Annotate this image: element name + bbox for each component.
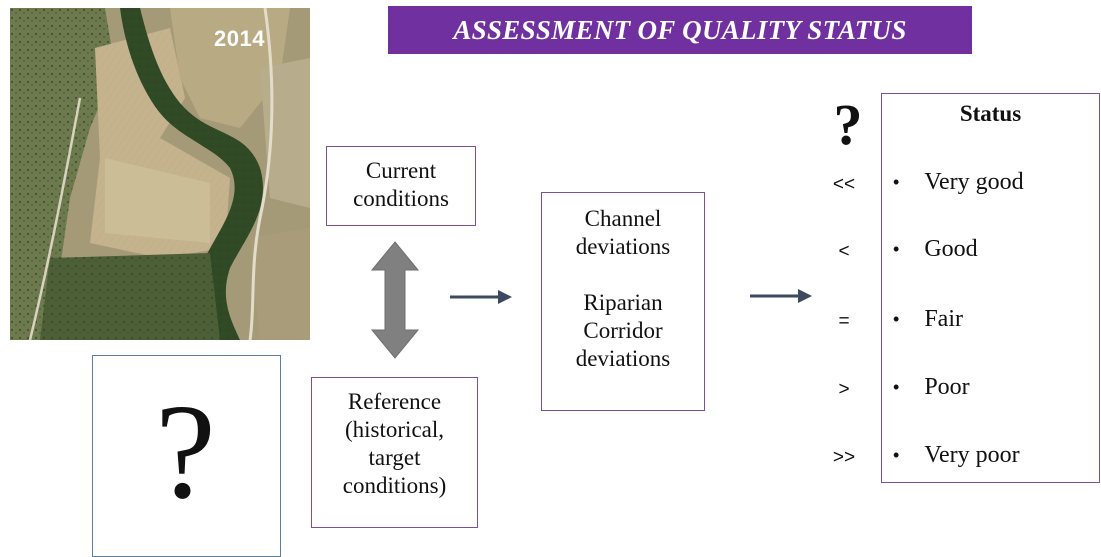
page-title: ASSESSMENT OF QUALITY STATUS: [453, 14, 907, 45]
reference-line-2: (historical,: [345, 417, 444, 442]
status-box: [881, 93, 1100, 483]
riparian-line-2: Corridor: [583, 318, 663, 343]
reference-line-1: Reference: [347, 389, 442, 414]
channel-line-2: deviations: [575, 234, 671, 259]
status-label: Poor: [924, 374, 970, 400]
riparian-line-1: Riparian: [583, 290, 663, 315]
comparison-symbol: =: [838, 311, 850, 332]
status-item-fair: • Fair: [893, 306, 963, 333]
status-label: Good: [924, 236, 978, 262]
bullet-icon: •: [893, 172, 900, 192]
aerial-photo: [10, 8, 310, 340]
bullet-icon: •: [893, 309, 900, 329]
deviations-box: Channel deviations Riparian Corridor dev…: [541, 192, 705, 411]
status-item-poor: • Poor: [893, 374, 970, 401]
current-conditions-box: Current conditions: [326, 146, 476, 226]
reference-box: Reference (historical, target conditions…: [311, 377, 478, 528]
status-label: Very good: [924, 169, 1024, 195]
bullet-icon: •: [893, 239, 900, 259]
status-label: Very poor: [924, 442, 1020, 468]
comparison-symbol: >>: [832, 447, 856, 468]
reference-line-3: target: [368, 445, 421, 470]
channel-line-1: Channel: [584, 206, 662, 231]
status-label: Fair: [924, 306, 963, 332]
status-item-good: • Good: [893, 236, 978, 263]
bullet-icon: •: [893, 445, 900, 465]
current-line-1: Current: [365, 158, 437, 183]
arrow-right-icon: [450, 290, 512, 304]
status-title: Status: [959, 101, 1022, 126]
reference-line-4: conditions): [342, 473, 447, 498]
bullet-icon: •: [893, 377, 900, 397]
comparison-symbol: >: [838, 379, 850, 400]
status-item-very-poor: • Very poor: [893, 442, 1020, 469]
photo-year-label: 2014: [214, 26, 265, 51]
status-item-very-good: • Very good: [893, 169, 1024, 196]
current-line-2: conditions: [353, 186, 449, 211]
status-question-mark: ?: [833, 92, 863, 157]
comparison-symbol: <: [838, 241, 850, 262]
title-banner: ASSESSMENT OF QUALITY STATUS: [388, 6, 972, 54]
arrow-right-icon: [750, 289, 812, 303]
double-arrow-icon: [370, 241, 420, 359]
question-mark: ?: [155, 377, 216, 527]
comparison-symbol: <<: [832, 174, 856, 195]
riparian-line-3: deviations: [575, 346, 671, 371]
